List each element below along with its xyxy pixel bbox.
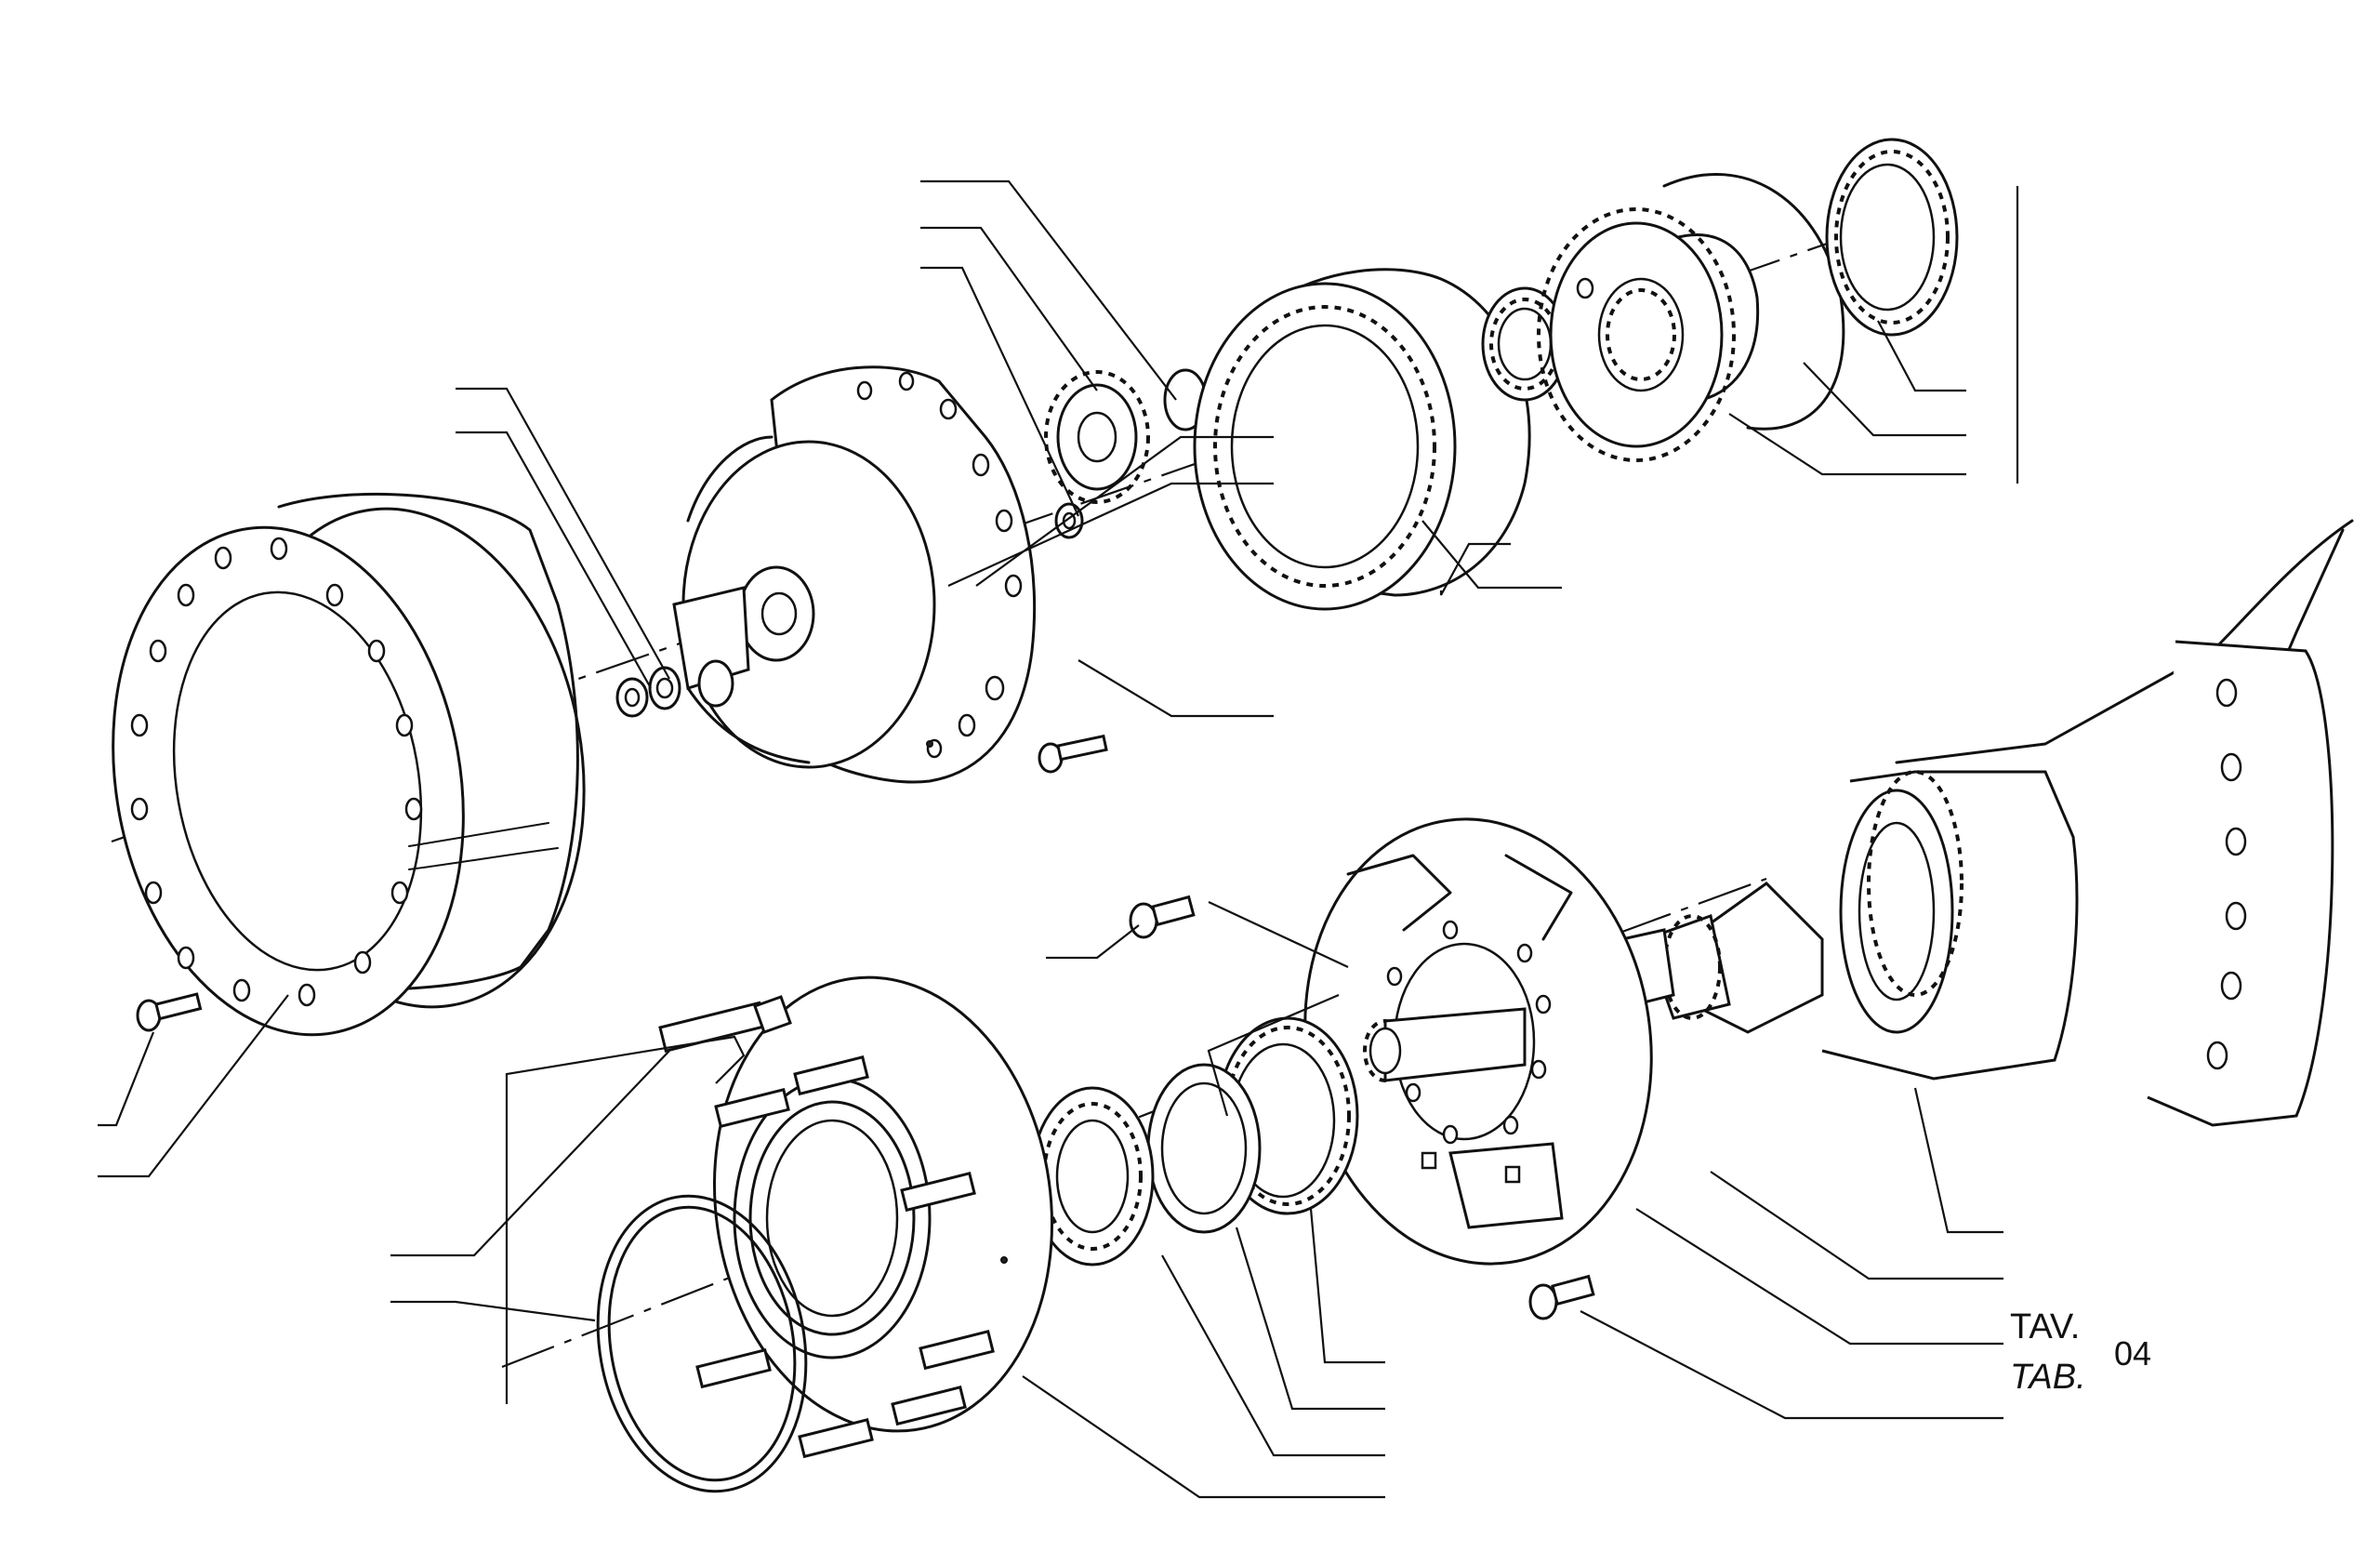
drum-screw [136,992,203,1032]
roller-bearing [1825,138,1959,337]
brake-drum [112,492,586,1037]
hub-bolt [658,995,792,1054]
plate-label-english: TAB. [2010,1358,2086,1397]
wheel-studs [695,1055,995,1459]
axle-housing [1579,519,2354,1127]
hub-nut [1481,286,1568,402]
plate-label-italian: TAV. [2010,1307,2081,1346]
splined-shaft [1363,1007,1527,1082]
tapered-roller-bearing [1030,1086,1155,1267]
sun-gear-carrier [1537,207,1760,462]
planet-gear [1044,370,1150,504]
backing-plate-screw-lower [1528,1274,1595,1320]
planetary-housing [672,365,1037,784]
housing-screw [1038,734,1108,774]
plate-number: 04 [2114,1334,2152,1373]
leader-lines [98,179,2019,1499]
spacer-ring [1146,1063,1262,1234]
o-ring [596,1194,808,1493]
backing-plate-screw-upper [1129,895,1196,939]
ring-gear [1193,268,1531,611]
nut-and-washer [615,666,681,718]
